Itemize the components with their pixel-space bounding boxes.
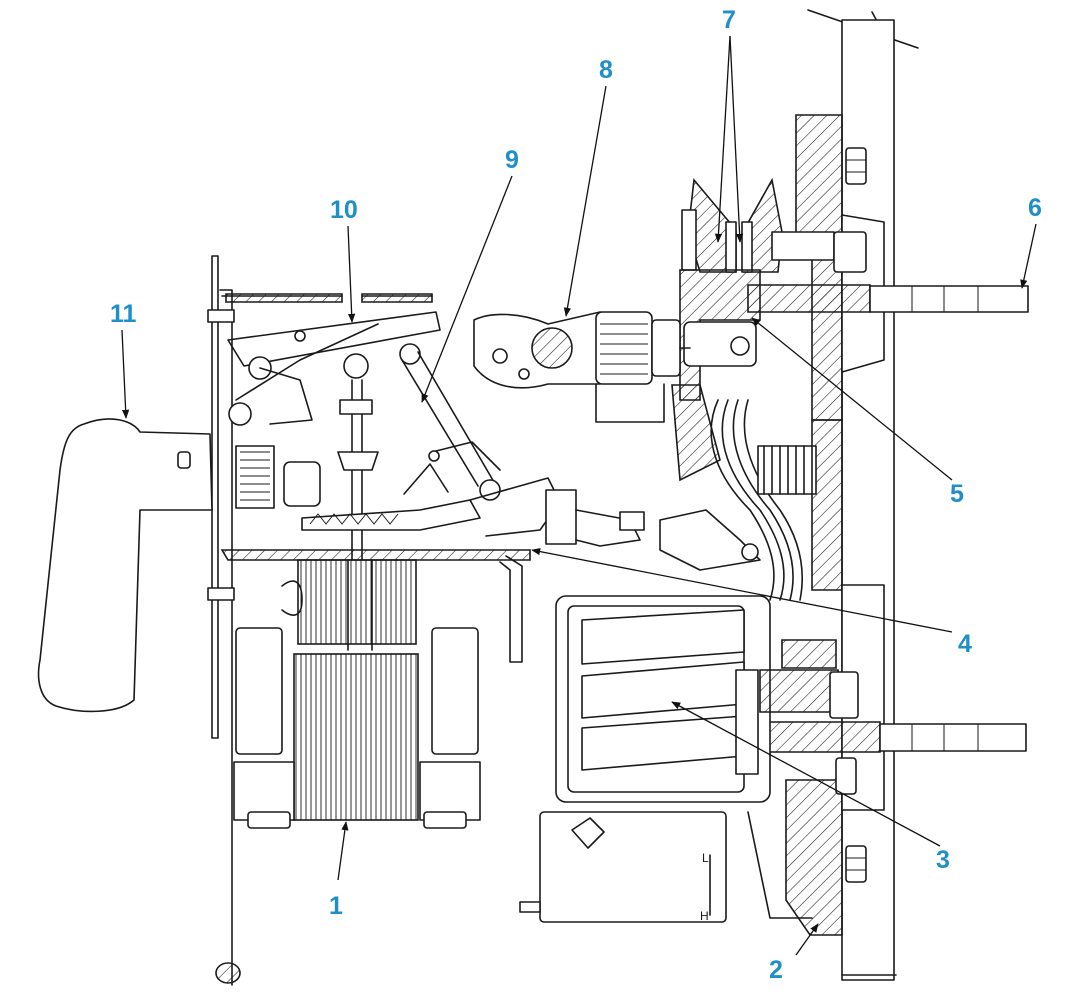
coil-mark-l: L <box>702 851 709 865</box>
callout-1: 1 <box>329 892 343 920</box>
callout-11: 11 <box>110 300 137 328</box>
upper-terminal-busbar <box>747 284 1029 313</box>
callout-10: 10 <box>330 196 358 224</box>
coil-mark-h: H <box>700 909 709 923</box>
leader-7b <box>729 35 744 243</box>
latch-lever <box>301 463 645 547</box>
auxiliary-coil-block: L H <box>519 811 813 923</box>
magnetic-core <box>220 549 531 829</box>
callout-5: 5 <box>950 480 964 508</box>
callout-leaders <box>121 35 1037 956</box>
frame-bolt-mid <box>835 757 857 795</box>
contact-spring <box>757 445 817 495</box>
lower-terminal-busbar <box>757 721 1027 753</box>
mechanism-housing <box>221 293 441 426</box>
frame-bolt-bottom <box>845 845 867 883</box>
leader-11 <box>121 329 130 419</box>
operating-handle <box>37 418 213 713</box>
leader-5 <box>751 317 953 481</box>
callout-labels: 1 2 3 4 5 6 7 8 9 10 11 <box>110 6 1042 984</box>
trip-spring <box>235 445 321 509</box>
frame-bolt-top <box>845 147 867 185</box>
leader-7a <box>714 35 731 243</box>
leader-2 <box>795 923 819 956</box>
callout-2: 2 <box>769 956 783 984</box>
left-side-plate <box>207 255 241 986</box>
leader-6 <box>1020 223 1037 289</box>
callout-7: 7 <box>722 6 736 34</box>
leader-3 <box>671 701 941 847</box>
callout-9: 9 <box>505 146 519 174</box>
leader-1 <box>337 821 349 881</box>
callout-3: 3 <box>936 846 950 874</box>
arc-chute <box>555 595 859 803</box>
leader-4 <box>531 547 953 633</box>
moving-contact-assembly <box>659 269 803 601</box>
leader-10 <box>347 225 356 323</box>
callout-6: 6 <box>1028 194 1042 222</box>
main-shaft-pivot <box>473 311 601 389</box>
insulating-bellows <box>595 311 691 423</box>
callout-8: 8 <box>599 56 613 84</box>
leader-9 <box>421 175 513 403</box>
leader-8 <box>563 85 607 317</box>
callout-4: 4 <box>958 630 972 658</box>
main-contact-fingers <box>681 177 867 273</box>
